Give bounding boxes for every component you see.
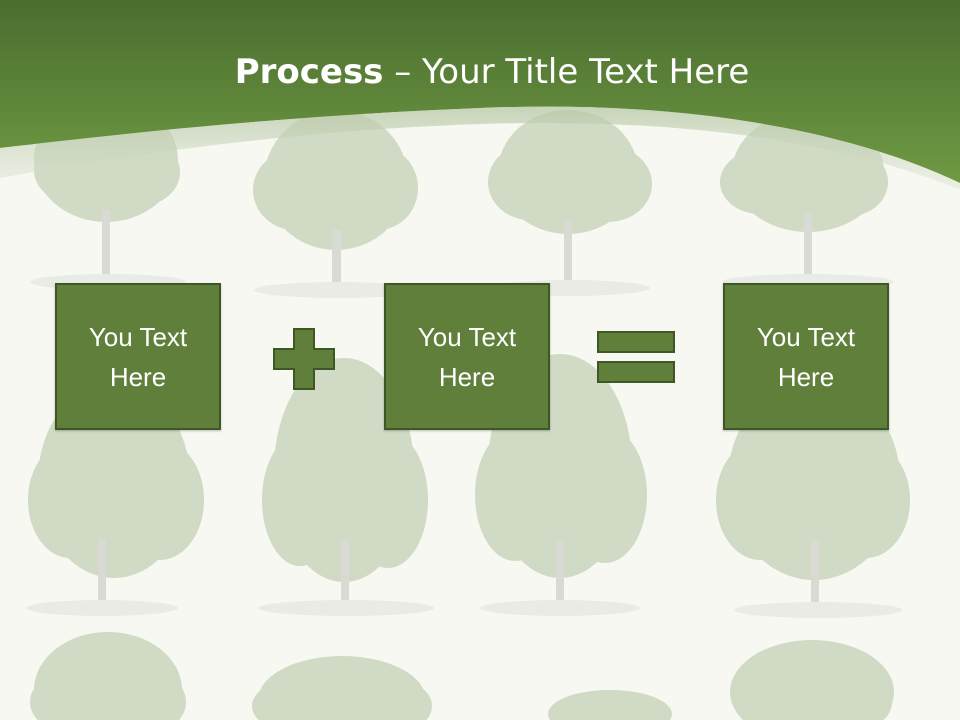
plus-icon	[273, 328, 335, 390]
process-box-2: You Text Here	[384, 283, 550, 430]
tree-icon	[716, 380, 910, 610]
process-box-2-text: You Text Here	[417, 321, 517, 392]
header-banner	[0, 0, 960, 190]
tree-icon	[253, 110, 418, 286]
title-rest: – Your Title Text Here	[383, 52, 750, 92]
equals-icon	[597, 331, 675, 383]
tree-icon	[730, 640, 894, 720]
process-box-1: You Text Here	[55, 283, 221, 430]
process-box-1-text: You Text Here	[88, 321, 188, 392]
tree-icon	[28, 382, 204, 606]
tree-icon	[30, 632, 186, 720]
process-box-3-text: You Text Here	[756, 321, 856, 392]
tree-icon	[548, 690, 672, 720]
process-box-3: You Text Here	[723, 283, 889, 430]
title-bold: Process	[234, 52, 384, 92]
page-title: Process – Your Title Text Here	[0, 52, 960, 92]
tree-icon	[262, 358, 428, 606]
tree-icon	[488, 110, 652, 282]
tree-icon	[252, 656, 432, 720]
